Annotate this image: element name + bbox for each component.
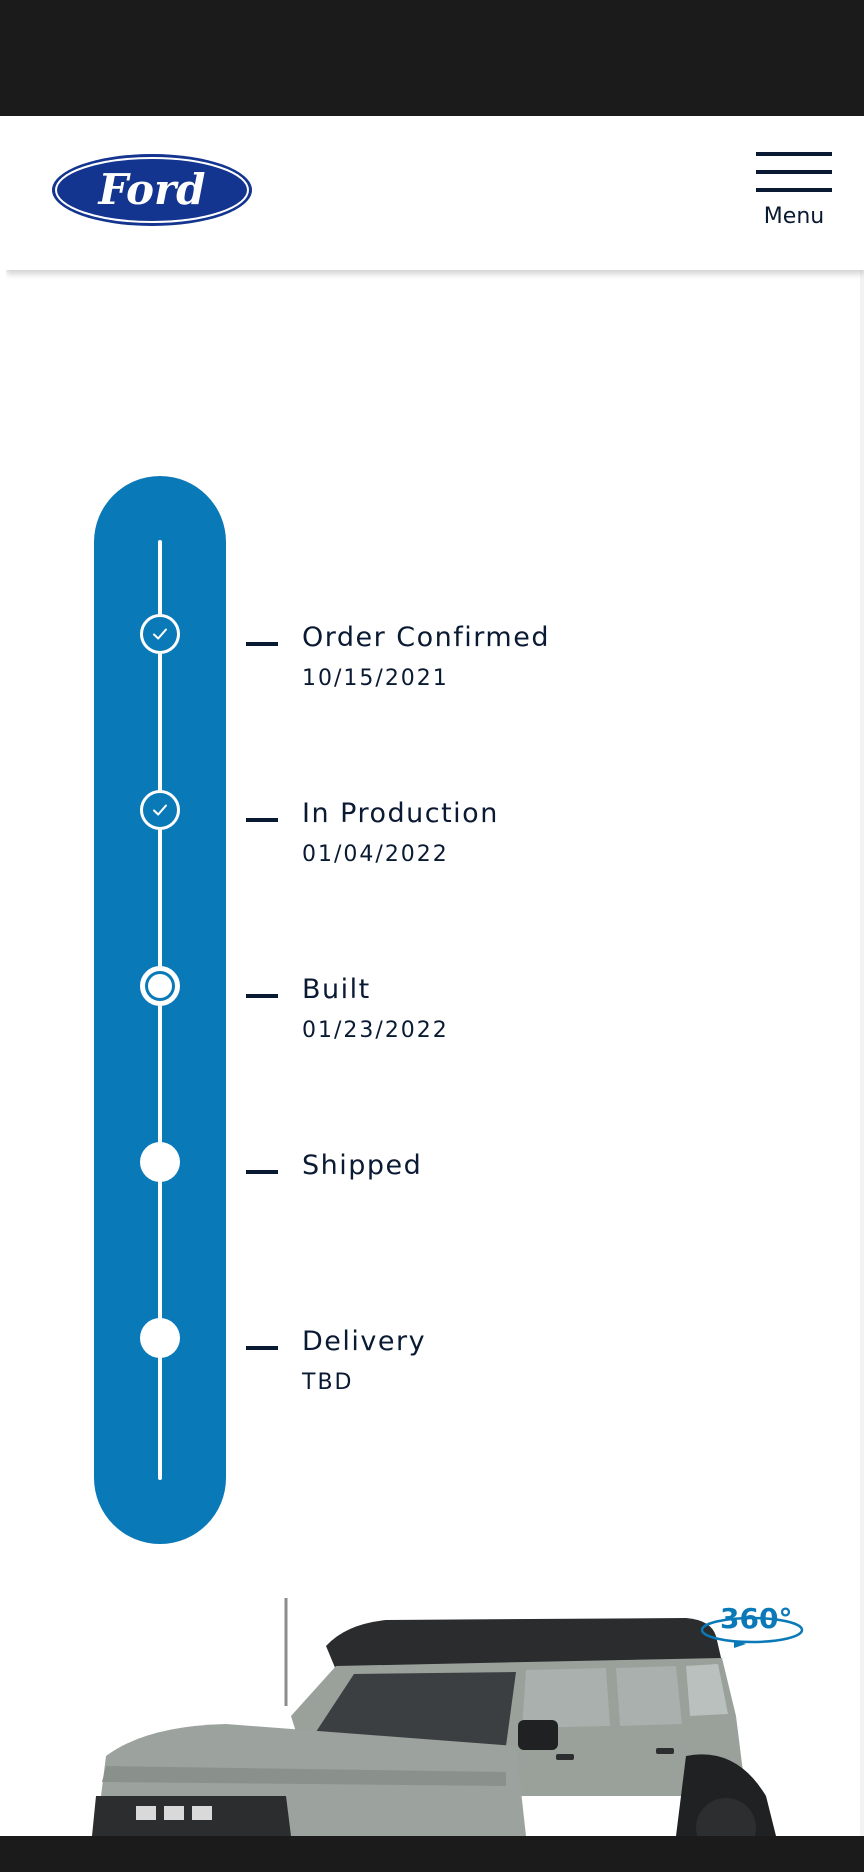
ford-logo[interactable]: Ford <box>48 150 256 230</box>
step-title: Shipped <box>302 1150 423 1181</box>
vehicle-image[interactable] <box>86 1596 786 1836</box>
step-node-built <box>140 966 180 1006</box>
step-connector <box>246 994 278 998</box>
step-shipped: Shipped <box>246 1150 806 1230</box>
step-node-delivery <box>140 1318 180 1358</box>
step-date: 10/15/2021 <box>302 666 449 691</box>
view-360-label: 360° <box>720 1602 793 1635</box>
check-icon <box>153 804 167 816</box>
step-title: In Production <box>302 798 499 829</box>
menu-button[interactable]: Menu <box>750 148 838 248</box>
menu-label: Menu <box>763 204 825 229</box>
site-header: Ford Menu <box>6 116 864 270</box>
device-status-bar <box>0 0 864 116</box>
step-connector <box>246 1170 278 1174</box>
step-date: TBD <box>302 1370 354 1395</box>
step-title: Delivery <box>302 1326 427 1357</box>
device-navigation-bar <box>0 1836 864 1872</box>
step-order-confirmed: Order Confirmed 10/15/2021 <box>246 622 806 702</box>
order-status-track <box>94 476 226 1544</box>
check-icon <box>153 628 167 640</box>
track-line <box>158 540 162 1480</box>
page-edge <box>860 270 864 1836</box>
step-delivery: Delivery TBD <box>246 1326 806 1406</box>
step-in-production: In Production 01/04/2022 <box>246 798 806 878</box>
ford-logo-text: Ford <box>97 165 205 214</box>
step-title: Order Confirmed <box>302 622 550 653</box>
step-date: 01/04/2022 <box>302 842 449 867</box>
hamburger-menu-icon <box>756 152 832 192</box>
rotate-360-icon <box>700 1616 804 1648</box>
step-node-order-confirmed <box>140 614 180 654</box>
step-connector <box>246 1346 278 1350</box>
step-node-shipped <box>140 1142 180 1182</box>
step-built: Built 01/23/2022 <box>246 974 806 1054</box>
step-connector <box>246 642 278 646</box>
step-node-in-production <box>140 790 180 830</box>
view-360-button[interactable]: 360° <box>698 1600 808 1654</box>
step-title: Built <box>302 974 371 1005</box>
step-connector <box>246 818 278 822</box>
order-tracking-page: Ford Menu Ord <box>6 116 864 1836</box>
step-date: 01/23/2022 <box>302 1018 449 1043</box>
